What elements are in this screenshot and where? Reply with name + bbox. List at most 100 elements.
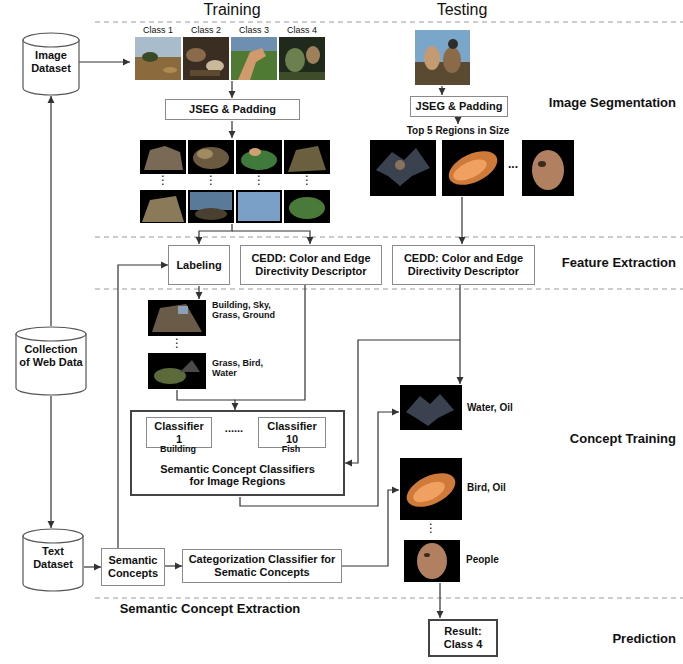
region-image <box>238 192 280 221</box>
class-image <box>186 48 206 62</box>
node-text: Labeling <box>176 259 221 272</box>
connector <box>84 566 101 567</box>
stage-divider <box>95 289 683 290</box>
concept-tags: Building, Sky, Grass, Ground <box>212 300 286 321</box>
dataset-cylinder: Text Dataset <box>22 528 84 592</box>
class-image <box>285 48 305 72</box>
cylinder-outline <box>16 334 86 395</box>
region-image <box>140 190 186 223</box>
class-image <box>163 67 177 73</box>
class-image <box>231 37 277 51</box>
region-image <box>190 192 232 210</box>
test-photo <box>415 62 470 85</box>
class-image <box>231 37 277 80</box>
region-image <box>195 208 227 220</box>
region-image <box>370 140 574 196</box>
node-text: CEDD: Color and Edge Directivity Descrip… <box>399 252 529 277</box>
class-image <box>135 37 181 57</box>
flow-arrow <box>79 61 130 62</box>
column-header: Testing <box>437 1 488 19</box>
test-photo <box>424 46 440 70</box>
region-caption: Top 5 Regions in Size <box>407 125 510 137</box>
class-image <box>135 57 181 80</box>
node-text: Classifier 10 <box>263 420 321 445</box>
region-image <box>532 150 564 190</box>
region-image <box>236 190 282 223</box>
ellipsis: ⋮ <box>171 337 183 351</box>
connector <box>345 285 460 463</box>
region-image <box>249 148 261 156</box>
region-image <box>236 140 282 174</box>
labeled-region <box>152 304 202 332</box>
labeled-region <box>400 385 462 582</box>
labeled-region <box>402 466 461 513</box>
flow-arrow <box>341 490 399 566</box>
process-box: Categorization Classifier for Sematic Co… <box>182 549 342 583</box>
flow-arrow <box>232 231 310 244</box>
region-image <box>197 149 213 159</box>
classifier-box: Classifier 1 <box>146 417 212 448</box>
process-box: JSEG & Padding <box>165 99 300 120</box>
class-label: Class 2 <box>191 25 221 35</box>
node-text: Collection of Web Data <box>19 343 83 368</box>
classifier-box: Classifier 10 <box>258 417 326 448</box>
flow-arrow <box>441 86 442 95</box>
class-label: Class 4 <box>287 25 317 35</box>
region-image <box>144 146 183 170</box>
labeled-region <box>148 300 206 389</box>
labeled-region <box>148 353 206 389</box>
labeled-region <box>400 385 462 430</box>
test-photo <box>415 30 470 85</box>
class-image <box>279 72 325 80</box>
region-image <box>188 140 234 174</box>
stage-divider <box>95 598 683 599</box>
labeled-region <box>410 478 448 507</box>
connector <box>165 565 182 566</box>
connector <box>50 96 51 326</box>
node-text: CEDD: Color and Edge Directivity Descrip… <box>246 252 376 277</box>
class-image <box>238 48 266 80</box>
labeled-region <box>400 458 462 520</box>
stage-label: Concept Training <box>570 432 676 447</box>
flow-arrow <box>459 340 460 384</box>
stage-label: Semantic Concept Extraction <box>120 602 301 617</box>
region-image <box>522 140 574 196</box>
class-label: Class 3 <box>239 25 269 35</box>
region-image <box>140 140 186 174</box>
ellipsis: ⋮ <box>253 174 265 188</box>
stage-label: Prediction <box>612 632 676 647</box>
class-image <box>306 46 320 64</box>
node-text: Semantic Concepts <box>106 554 160 579</box>
flow-arrow <box>199 224 232 244</box>
process-box: CEDD: Color and Edge Directivity Descrip… <box>392 245 535 285</box>
region-image <box>444 144 503 191</box>
labeled-region <box>404 540 460 582</box>
ellipsis: ⋮ <box>425 522 437 536</box>
connector <box>50 396 51 528</box>
cylinder-outline <box>23 536 83 591</box>
stage-divider <box>95 22 683 598</box>
flow-arrow <box>231 121 232 138</box>
flow-arrow <box>231 81 232 98</box>
node-text: Categorization Classifier for Sematic Co… <box>187 553 337 578</box>
region-image <box>188 190 234 223</box>
process-box: Semantic Concepts <box>101 548 165 586</box>
test-photo <box>448 39 458 49</box>
connector-layer <box>51 96 460 567</box>
node-text: JSEG & Padding <box>189 103 276 116</box>
cylinder-outline <box>16 327 86 341</box>
ellipsis: ...... <box>225 422 243 435</box>
node-text: Image Dataset <box>26 49 76 74</box>
ellipsis: ⋮ <box>157 174 169 188</box>
labeled-region <box>180 360 200 372</box>
concept-tags: Grass, Bird, Water <box>212 358 274 379</box>
region-image <box>376 148 430 186</box>
class-image <box>135 37 325 80</box>
ellipsis: ⋮ <box>205 174 217 188</box>
connector <box>118 265 168 548</box>
stage-label: Image Segmentation <box>549 96 676 111</box>
region-image <box>140 140 330 223</box>
class-image <box>190 70 220 76</box>
stage-divider <box>95 237 683 238</box>
